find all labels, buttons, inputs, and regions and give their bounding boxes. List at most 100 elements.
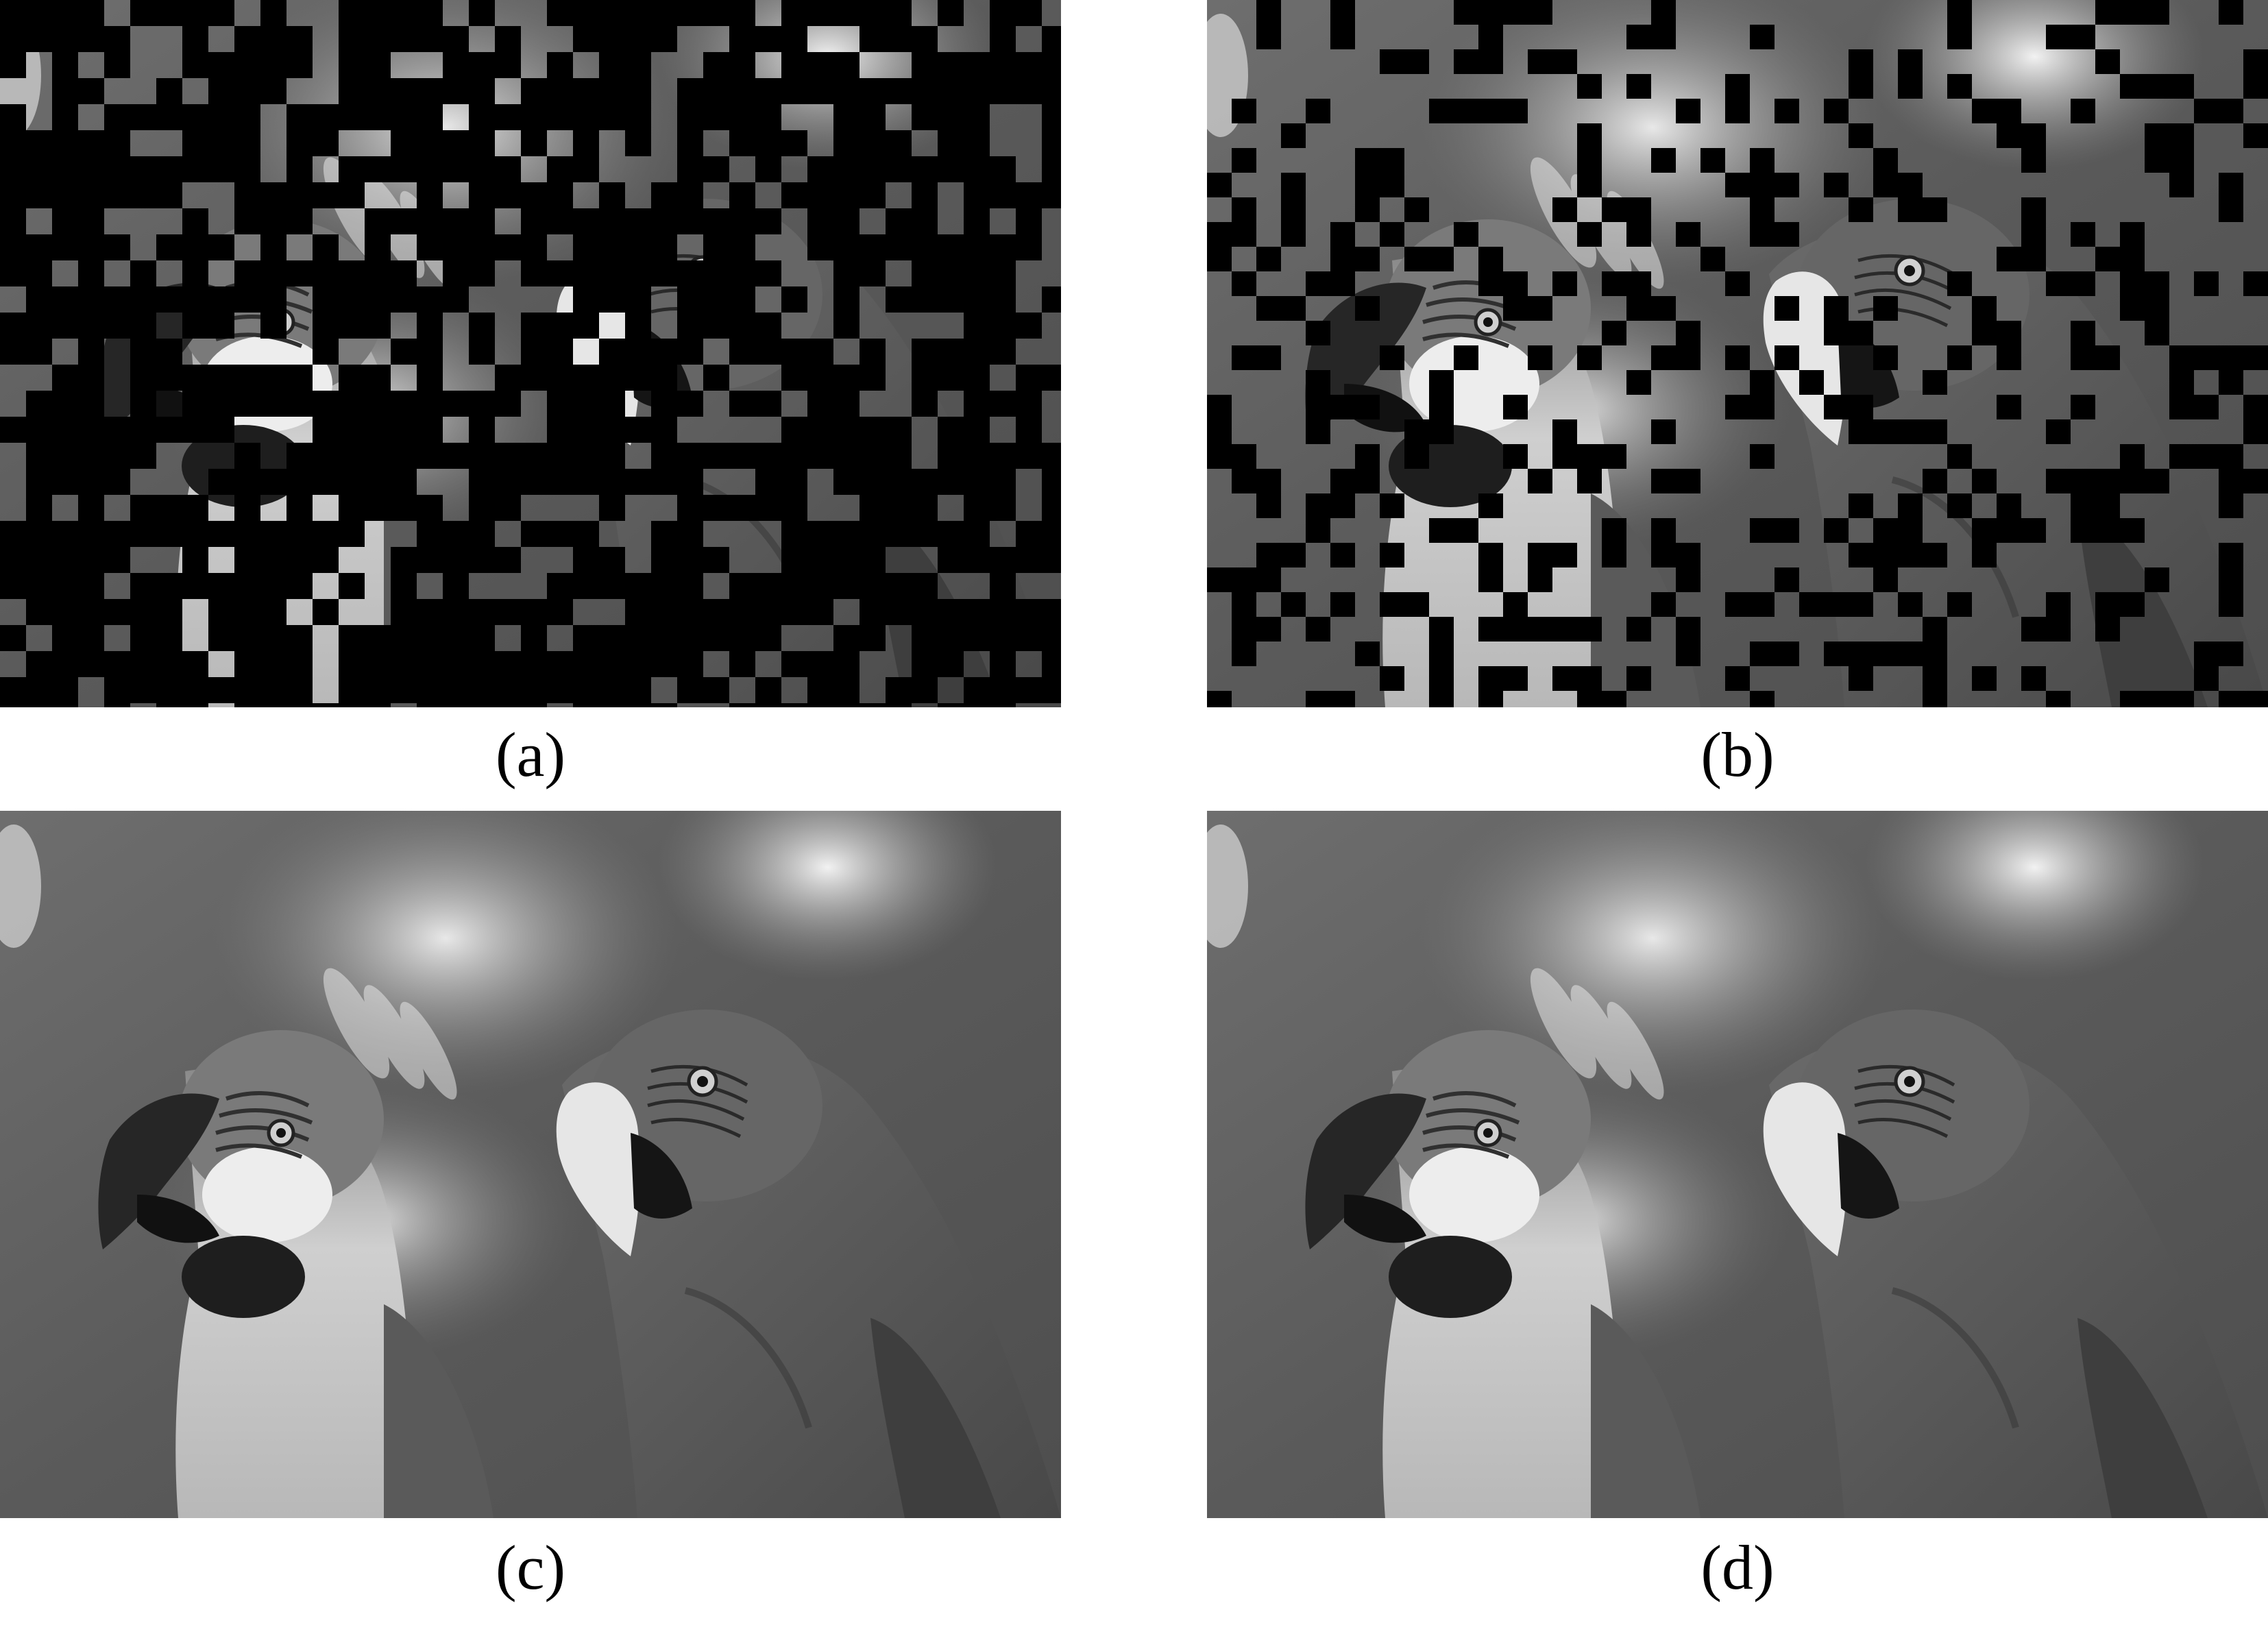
missing-block [625, 469, 651, 495]
missing-block [938, 521, 964, 547]
missing-block [182, 313, 208, 339]
missing-block [2194, 99, 2219, 123]
missing-block [339, 677, 365, 703]
missing-block [755, 26, 781, 52]
missing-block [339, 182, 365, 208]
missing-block [573, 234, 599, 260]
missing-block [78, 156, 104, 182]
missing-block [234, 599, 260, 625]
missing-block [1380, 173, 1404, 197]
missing-block [990, 156, 1016, 182]
missing-block [1577, 222, 1602, 247]
missing-block [1676, 99, 1700, 123]
missing-block [938, 417, 964, 443]
missing-block [1306, 271, 1330, 296]
missing-block [833, 521, 859, 547]
missing-block [912, 234, 938, 260]
missing-block [0, 156, 26, 182]
missing-block [703, 365, 729, 391]
missing-block [365, 495, 391, 521]
missing-block [365, 443, 391, 469]
missing-block [859, 417, 886, 443]
missing-block [52, 26, 78, 52]
missing-block [2243, 49, 2268, 74]
missing-block [234, 78, 260, 104]
missing-block [833, 625, 859, 651]
missing-block [938, 599, 964, 625]
missing-block [469, 521, 495, 547]
missing-block [1207, 173, 1232, 197]
missing-block [1256, 247, 1281, 271]
missing-block [495, 677, 521, 703]
missing-block [1849, 395, 1873, 419]
missing-block [2046, 419, 2071, 444]
missing-block [1404, 592, 1429, 617]
missing-block [833, 104, 859, 130]
missing-block [625, 573, 651, 599]
missing-block [1898, 493, 1923, 518]
missing-block [729, 625, 755, 651]
missing-block [625, 130, 651, 156]
missing-block [469, 234, 495, 260]
missing-block [912, 521, 938, 547]
missing-block [1898, 543, 1923, 567]
missing-block [417, 677, 443, 703]
missing-block [755, 104, 781, 130]
missing-block [755, 208, 781, 234]
missing-block [1799, 370, 1824, 395]
missing-block [651, 208, 677, 234]
missing-block [260, 313, 286, 339]
missing-block [1676, 469, 1700, 493]
missing-block [78, 573, 104, 599]
missing-block [547, 443, 573, 469]
missing-block [521, 182, 547, 208]
missing-block [1256, 469, 1281, 493]
missing-block [651, 0, 677, 26]
missing-block [781, 78, 807, 104]
missing-block [130, 339, 156, 365]
missing-block [286, 182, 313, 208]
missing-block [833, 365, 859, 391]
missing-block [729, 313, 755, 339]
missing-block [703, 0, 729, 26]
missing-block [182, 286, 208, 313]
missing-block [78, 78, 104, 104]
missing-block [859, 156, 886, 182]
missing-block [1232, 592, 1256, 617]
missing-block [2169, 370, 2194, 395]
missing-block [781, 469, 807, 495]
missing-block [1042, 26, 1061, 52]
missing-block [469, 208, 495, 234]
missing-block [391, 156, 417, 182]
missing-block [0, 104, 26, 130]
missing-block [2071, 99, 2095, 123]
missing-block [1232, 222, 1256, 247]
missing-block [912, 573, 938, 599]
missing-block [1552, 271, 1577, 296]
missing-block [859, 182, 886, 208]
missing-block [625, 417, 651, 443]
missing-block [2145, 74, 2169, 99]
missing-block [1503, 0, 1528, 25]
missing-block [443, 130, 469, 156]
missing-block [1429, 617, 1454, 642]
missing-block [1404, 247, 1429, 271]
missing-block [938, 78, 964, 104]
missing-block [859, 443, 886, 469]
missing-block [1232, 444, 1256, 469]
missing-block [1775, 222, 1799, 247]
missing-block [469, 52, 495, 78]
missing-block [208, 104, 234, 130]
missing-block [443, 521, 469, 547]
missing-block [2046, 469, 2071, 493]
missing-block [182, 573, 208, 599]
missing-block [130, 417, 156, 443]
missing-block [260, 547, 286, 573]
missing-block [1256, 0, 1281, 25]
missing-block [2169, 345, 2194, 370]
missing-block [990, 625, 1016, 651]
missing-block [495, 391, 521, 417]
missing-block [729, 651, 755, 677]
missing-block [781, 417, 807, 443]
missing-block [1281, 222, 1306, 247]
